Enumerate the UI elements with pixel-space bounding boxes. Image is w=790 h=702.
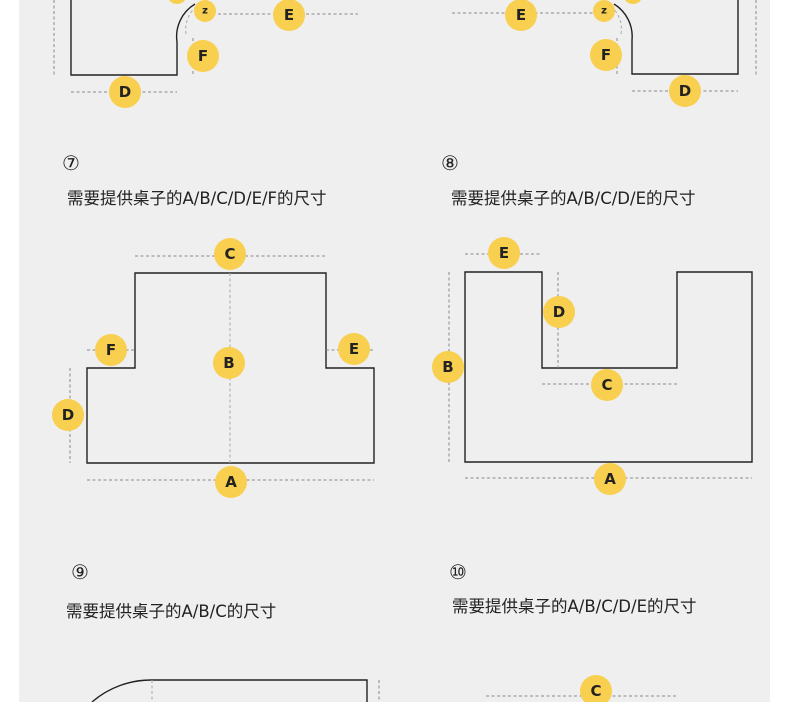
diagram-10: C (486, 675, 677, 702)
svg-text:F: F (198, 47, 208, 65)
svg-text:z: z (202, 6, 208, 17)
label-b: B (432, 351, 464, 383)
label-a: A (215, 466, 247, 498)
svg-text:D: D (62, 406, 74, 424)
svg-text:E: E (349, 340, 359, 358)
svg-text:C: C (590, 682, 601, 700)
label-z: z (194, 0, 216, 22)
diagram-top-left: D E F z (53, 0, 358, 108)
label-c: C (591, 369, 623, 401)
diagram-8: E D B C A (432, 237, 753, 495)
label-partial (625, 0, 641, 4)
diagram-top-right: E F D z (452, 0, 757, 107)
section-caption-7: 需要提供桌子的A/B/C/D/E/F的尺寸 (67, 189, 327, 208)
diagram-7: C B F E D A (52, 238, 375, 498)
label-b: B (213, 347, 245, 379)
svg-text:D: D (119, 83, 131, 101)
section-number-9: ⑨ (71, 560, 89, 584)
label-z: z (593, 0, 615, 22)
label-e: E (505, 0, 537, 31)
label-f: F (95, 334, 127, 366)
label-f: F (187, 40, 219, 72)
svg-text:E: E (284, 6, 294, 24)
svg-text:C: C (224, 245, 235, 263)
svg-text:z: z (601, 6, 607, 17)
svg-text:E: E (499, 244, 509, 262)
label-e: E (273, 0, 305, 31)
label-d: D (543, 296, 575, 328)
label-c: C (580, 675, 612, 702)
label-a: A (594, 463, 626, 495)
svg-text:B: B (223, 354, 234, 372)
label-d: D (109, 76, 141, 108)
section-number-8: ⑧ (441, 151, 459, 175)
label-e: E (488, 237, 520, 269)
svg-text:F: F (106, 341, 116, 359)
label-d: D (52, 399, 84, 431)
section-caption-8: 需要提供桌子的A/B/C/D/E的尺寸 (451, 189, 696, 208)
diagram-9 (91, 679, 380, 702)
label-f: F (590, 39, 622, 71)
section-number-10: ⑩ (449, 560, 467, 584)
label-c: C (214, 238, 246, 270)
section-caption-10: 需要提供桌子的A/B/C/D/E的尺寸 (452, 597, 697, 616)
section-caption-9: 需要提供桌子的A/B/C的尺寸 (66, 602, 277, 621)
label-d: D (669, 75, 701, 107)
svg-text:C: C (601, 376, 612, 394)
svg-text:D: D (553, 303, 565, 321)
diagram-panel (19, 0, 770, 702)
section-number-7: ⑦ (62, 151, 80, 175)
svg-text:A: A (604, 470, 616, 488)
svg-text:D: D (679, 82, 691, 100)
svg-text:B: B (442, 358, 453, 376)
svg-text:A: A (225, 473, 237, 491)
label-e: E (338, 333, 370, 365)
svg-text:E: E (516, 6, 526, 24)
svg-text:F: F (601, 46, 611, 64)
label-partial (169, 0, 185, 4)
